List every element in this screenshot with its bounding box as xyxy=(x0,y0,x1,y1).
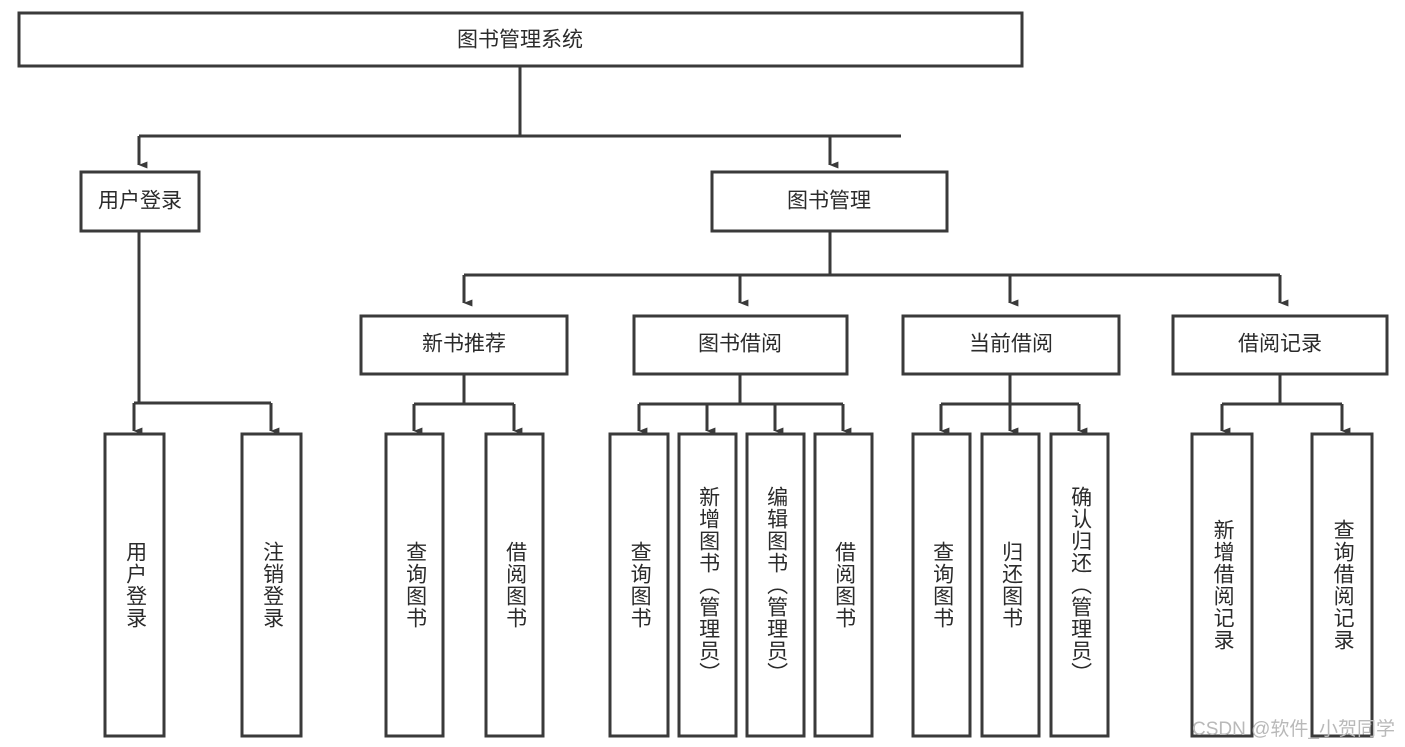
leaf-box-logout[interactable] xyxy=(240,432,303,738)
leaf-box-query-record[interactable] xyxy=(1310,432,1374,738)
leaf-box-query-book-2[interactable] xyxy=(608,432,670,738)
leaf-boxes xyxy=(103,432,1374,738)
node-current-borrow-box[interactable] xyxy=(901,314,1121,376)
node-book-manage-box[interactable] xyxy=(710,170,949,233)
connector-group-borrow-record xyxy=(1220,374,1351,435)
node-borrow-record-label: 借阅记录 xyxy=(1238,333,1322,356)
connector-group-new-book-rec xyxy=(412,374,523,435)
connector-group-user-login xyxy=(132,232,280,435)
node-borrow-record[interactable]: 借阅记录 xyxy=(1171,314,1389,376)
node-book-borrow-label: 图书借阅 xyxy=(698,333,782,356)
node-book-manage[interactable]: 图书管理 xyxy=(710,170,949,233)
node-root-box[interactable] xyxy=(17,11,1024,68)
leaf-box-borrow-book-2[interactable] xyxy=(813,432,874,738)
node-user-login-box[interactable] xyxy=(79,170,201,233)
leaf-box-confirm-return[interactable] xyxy=(1049,432,1110,738)
leaf-box-query-book-1[interactable] xyxy=(384,432,445,738)
connector-group-book-borrow xyxy=(637,374,852,435)
leaf-box-user-login[interactable] xyxy=(103,432,166,738)
leaf-box-add-record[interactable] xyxy=(1190,432,1254,738)
node-root[interactable]: 图书管理系统 xyxy=(17,11,1024,68)
node-borrow-record-box[interactable] xyxy=(1171,314,1389,376)
connector-group-root xyxy=(137,66,901,169)
node-new-book-rec-box[interactable] xyxy=(359,314,569,376)
node-new-book-rec[interactable]: 新书推荐 xyxy=(359,314,569,376)
watermark-text: CSDN @软件_小贺同学 xyxy=(1192,719,1395,740)
node-new-book-rec-label: 新书推荐 xyxy=(422,333,506,356)
node-user-login-label: 用户登录 xyxy=(98,190,182,213)
node-current-borrow[interactable]: 当前借阅 xyxy=(901,314,1121,376)
connector-group-book-manage xyxy=(462,232,1289,307)
node-root-label: 图书管理系统 xyxy=(457,29,583,52)
node-book-borrow-box[interactable] xyxy=(632,314,849,376)
node-current-borrow-label: 当前借阅 xyxy=(969,333,1053,356)
leaf-box-borrow-book-1[interactable] xyxy=(484,432,545,738)
leaf-box-add-book[interactable] xyxy=(677,432,738,738)
connector-group-current-borrow xyxy=(939,374,1088,435)
node-book-borrow[interactable]: 图书借阅 xyxy=(632,314,849,376)
leaf-box-edit-book[interactable] xyxy=(745,432,806,738)
leaf-box-query-book-3[interactable] xyxy=(911,432,972,738)
node-user-login[interactable]: 用户登录 xyxy=(79,170,201,233)
node-book-manage-label: 图书管理 xyxy=(787,190,871,213)
leaf-box-return-book[interactable] xyxy=(980,432,1041,738)
